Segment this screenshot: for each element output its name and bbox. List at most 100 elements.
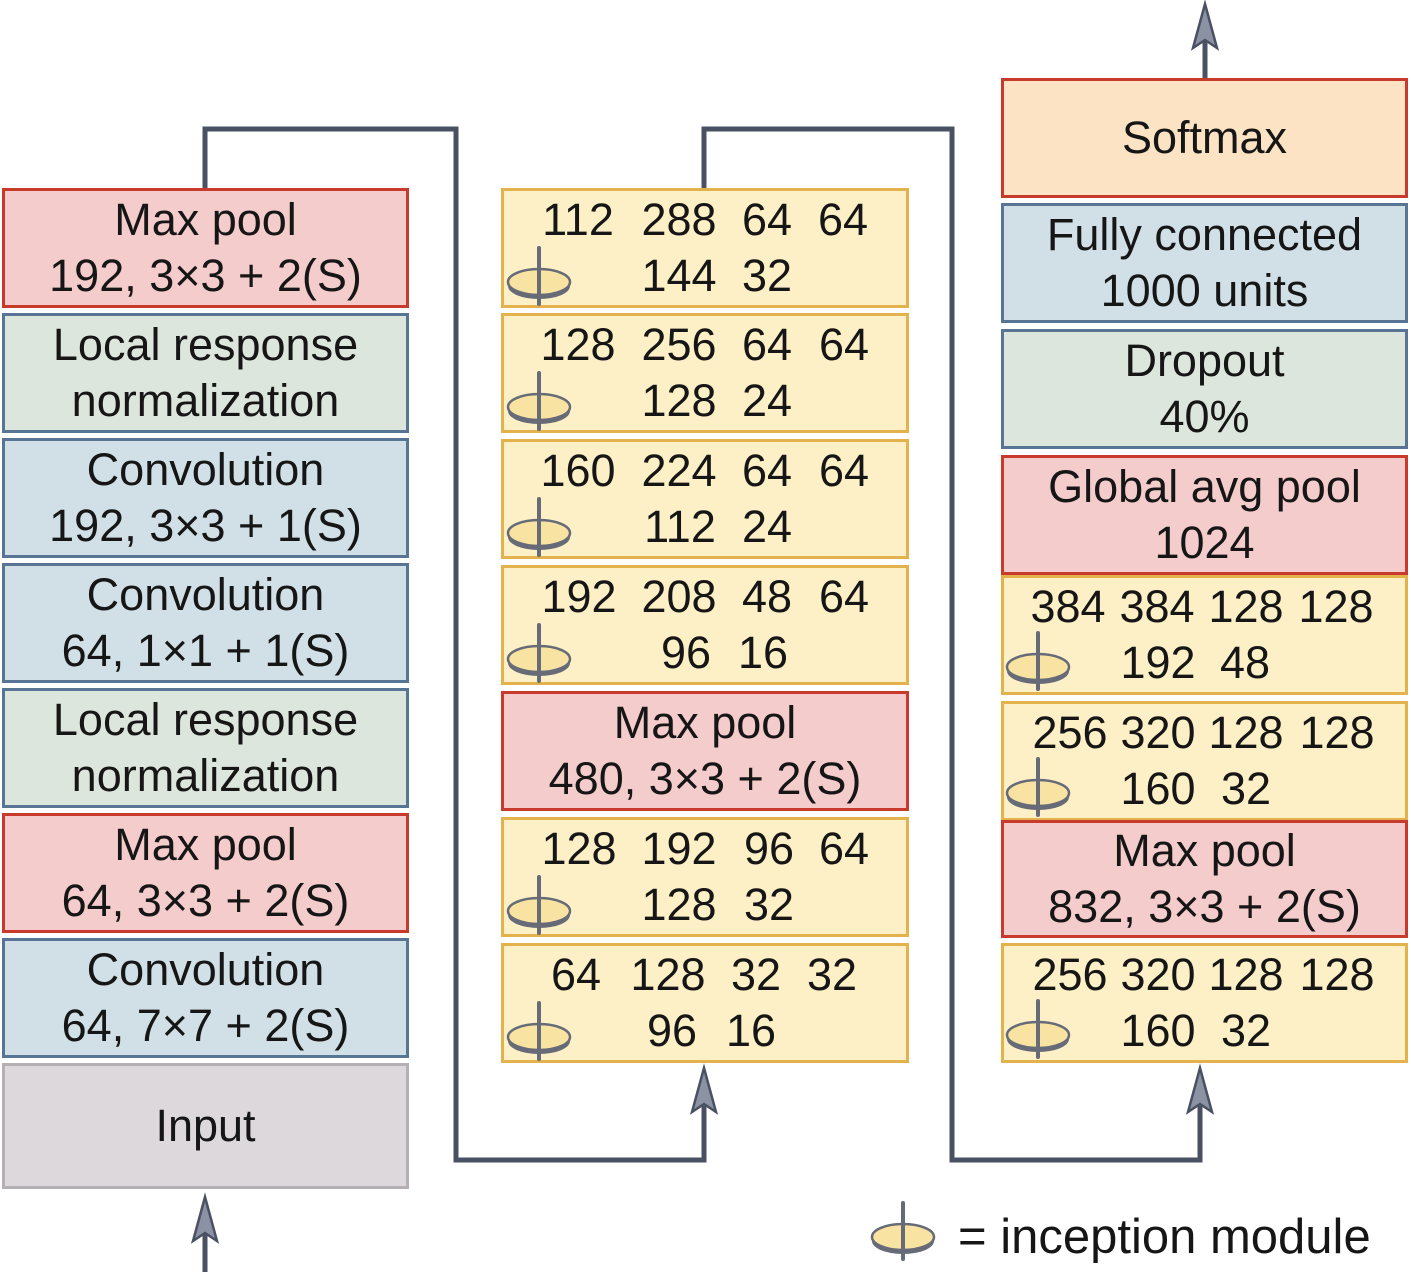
inception-filter-count: 128 — [1299, 707, 1375, 758]
inception-filter-count: 48 — [741, 571, 793, 622]
layer-max-pool: Max pool 480, 3×3 + 2(S) — [501, 691, 909, 811]
layer-params: 832, 3×3 + 2(S) — [1048, 881, 1361, 932]
inception-filter-count: 192 — [1120, 637, 1196, 688]
inception-filter-count: 128 — [541, 823, 617, 874]
layer-local-response-normalization: Local response normalization — [2, 313, 409, 433]
layer-convolution: Convolution 192, 3×3 + 1(S) — [2, 438, 409, 558]
layer-title: Max pool — [114, 819, 297, 870]
inception-filter-count: 112 — [644, 501, 716, 552]
inception-module-icon — [504, 371, 574, 433]
inception-module-icon — [868, 1201, 938, 1263]
inception-filter-count: 32 — [1220, 763, 1272, 814]
connector-left-to-middle — [202, 126, 707, 1163]
inception-module: 64 128 32 32 96 16 — [501, 943, 909, 1063]
layer-title: Max pool — [1113, 825, 1296, 876]
layer-title: Convolution — [86, 944, 325, 995]
inception-filter-count: 32 — [1220, 1005, 1272, 1056]
layer-title: Input — [155, 1100, 256, 1151]
layer-params: 192, 3×3 + 2(S) — [49, 250, 362, 301]
layer-params: 1024 — [1154, 517, 1255, 568]
layer-max-pool: Max pool 832, 3×3 + 2(S) — [1001, 820, 1408, 938]
inception-filter-count: 320 — [1120, 949, 1196, 1000]
layer-title: Convolution — [86, 444, 325, 495]
inception-filter-count: 32 — [741, 250, 793, 301]
inception-filter-count: 288 — [641, 194, 717, 245]
inception-filter-count: 256 — [1032, 949, 1108, 1000]
layer-params: 480, 3×3 + 2(S) — [548, 753, 862, 804]
inception-module: 128 256 64 64 128 24 — [501, 313, 909, 433]
layer-params: 64, 1×1 + 1(S) — [61, 625, 350, 676]
layer-title: Local response — [52, 319, 359, 370]
layer-params: 40% — [1159, 391, 1250, 442]
connector-middle-to-right — [701, 126, 1203, 1163]
layer-title: Softmax — [1121, 112, 1288, 163]
inception-filter-count: 192 — [641, 823, 717, 874]
layer-params: 192, 3×3 + 1(S) — [49, 500, 362, 551]
inception-filter-count: 160 — [1120, 1005, 1196, 1056]
inception-module: 256 320 128 128 160 32 — [1001, 701, 1408, 821]
inception-module: 192 208 48 64 96 16 — [501, 565, 909, 685]
inception-filter-count: 64 — [817, 194, 869, 245]
inception-module-icon — [1003, 757, 1073, 819]
inception-filter-count: 16 — [725, 1005, 777, 1056]
inception-module: 384 384 128 128 192 48 — [1001, 575, 1408, 695]
inception-filter-count: 144 — [641, 250, 717, 301]
arrow-up-icon — [1185, 1063, 1215, 1115]
layer-fully-connected: Fully connected 1000 units — [1001, 203, 1408, 323]
layer-title: Convolution — [86, 569, 325, 620]
layer-title: Fully connected — [1046, 209, 1363, 260]
inception-filter-count: 96 — [646, 1005, 698, 1056]
inception-filter-count: 32 — [743, 879, 795, 930]
arrow-up-icon — [689, 1063, 719, 1115]
inception-filter-count: 32 — [730, 949, 782, 1000]
inception-filter-count: 256 — [1032, 707, 1108, 758]
layer-params: 64, 7×7 + 2(S) — [61, 1000, 350, 1051]
inception-filter-count: 128 — [540, 319, 616, 370]
inception-filter-count: 24 — [741, 501, 793, 552]
inception-filter-count: 64 — [818, 445, 870, 496]
layer-title: Dropout — [1124, 335, 1285, 386]
inception-filter-count: 128 — [641, 879, 717, 930]
inception-filter-count: 384 — [1119, 581, 1195, 632]
layer-max-pool: Max pool 192, 3×3 + 2(S) — [2, 188, 409, 308]
inception-filter-count: 24 — [741, 375, 793, 426]
inception-filter-count: 128 — [1298, 581, 1374, 632]
inception-filter-count: 64 — [818, 571, 870, 622]
layer-dropout: Dropout 40% — [1001, 329, 1408, 449]
inception-filter-count: 128 — [1299, 949, 1375, 1000]
inception-filter-count: 256 — [641, 319, 717, 370]
inception-module-icon — [504, 1001, 574, 1063]
inception-filter-count: 384 — [1030, 581, 1106, 632]
inception-module-icon — [504, 497, 574, 559]
inception-filter-count: 64 — [741, 194, 793, 245]
inception-filter-count: 160 — [540, 445, 616, 496]
inception-module-icon — [504, 875, 574, 937]
legend-label: = inception module — [958, 1210, 1371, 1264]
inception-filter-count: 160 — [1120, 763, 1196, 814]
inception-filter-count: 208 — [641, 571, 717, 622]
inception-filter-count: 96 — [660, 627, 712, 678]
arrow-up-icon — [190, 1192, 220, 1244]
layer-title: Max pool — [114, 194, 297, 245]
inception-filter-count: 128 — [1208, 949, 1284, 1000]
layer-params: 64, 3×3 + 2(S) — [61, 875, 350, 926]
inception-filter-count: 128 — [1208, 581, 1284, 632]
inception-filter-count: 64 — [550, 949, 602, 1000]
layer-global-avg-pool: Global avg pool 1024 — [1001, 455, 1408, 575]
layer-title: Local response — [52, 694, 359, 745]
layer-title-cont: normalization — [71, 750, 340, 801]
inception-filter-count: 32 — [806, 949, 858, 1000]
inception-filter-count: 112 — [542, 194, 614, 245]
inception-filter-count: 96 — [743, 823, 795, 874]
layer-convolution: Convolution 64, 1×1 + 1(S) — [2, 563, 409, 683]
inception-filter-count: 64 — [818, 823, 870, 874]
inception-filter-count: 64 — [818, 319, 870, 370]
inception-module: 256 320 128 128 160 32 — [1001, 943, 1408, 1063]
inception-filter-count: 128 — [1208, 707, 1284, 758]
inception-filter-count: 64 — [741, 319, 793, 370]
layer-max-pool: Max pool 64, 3×3 + 2(S) — [2, 813, 409, 933]
layer-softmax: Softmax — [1001, 78, 1408, 198]
inception-filter-count: 192 — [541, 571, 617, 622]
inception-module-icon — [504, 246, 574, 308]
